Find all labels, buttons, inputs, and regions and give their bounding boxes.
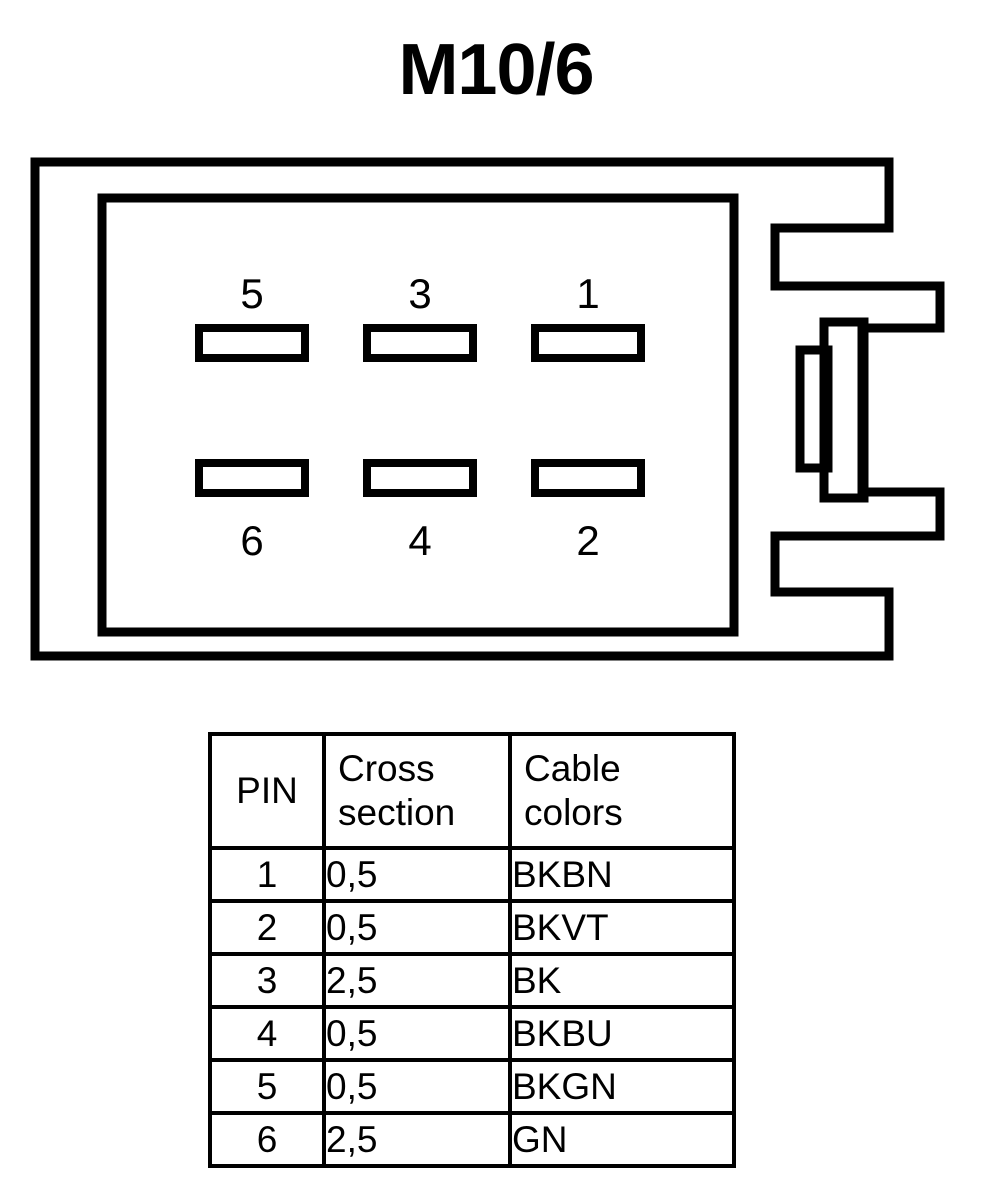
connector-diagram: 5 3 1 6 4 2 (0, 140, 992, 680)
cell-cross-section: 0,5 (322, 846, 512, 903)
pin-slot-4[interactable] (363, 459, 477, 497)
table-row: 6 2,5 GN (208, 1111, 736, 1168)
connector-face-plate (97, 193, 739, 637)
cell-pin: 4 (208, 1005, 326, 1062)
table-body: 1 0,5 BKBN 2 0,5 BKVT 3 2,5 BK 4 0,5 BKB… (208, 846, 736, 1168)
cell-cross-section: 0,5 (322, 1058, 512, 1115)
header-cable-colors: Cable colors (508, 732, 736, 850)
page-title: M10/6 (398, 30, 594, 110)
pin-slot-6[interactable] (195, 459, 309, 497)
cell-cable-colors: GN (508, 1111, 736, 1168)
pin-assignment-table: PIN Cross section Cable colors (208, 732, 736, 1168)
pin-slot-5[interactable] (195, 324, 309, 362)
header-cable-colors-line2: colors (524, 792, 623, 833)
pin-number-4: 4 (408, 517, 431, 564)
pin-number-1: 1 (576, 270, 599, 317)
pin-number-2: 2 (576, 517, 599, 564)
table-row: 1 0,5 BKBN (208, 846, 736, 903)
pin-number-6: 6 (240, 517, 263, 564)
cell-cable-colors: BKVT (508, 899, 736, 956)
pin-slot-1[interactable] (531, 324, 645, 362)
pin-slot-3[interactable] (363, 324, 477, 362)
table-row: 4 0,5 BKBU (208, 1005, 736, 1062)
cell-pin: 2 (208, 899, 326, 956)
table-row: 3 2,5 BK (208, 952, 736, 1009)
header-pin: PIN (208, 732, 326, 850)
header-cross-section-line1: Cross (338, 748, 435, 790)
pin-number-3: 3 (408, 270, 431, 317)
cell-cross-section: 2,5 (322, 952, 512, 1009)
cell-cable-colors: BKGN (508, 1058, 736, 1115)
cell-pin: 1 (208, 846, 326, 903)
cell-cross-section: 0,5 (322, 1005, 512, 1062)
latch-nested-small (795, 345, 833, 473)
table-header-row: PIN Cross section Cable colors (208, 732, 736, 850)
pin-slot-2[interactable] (531, 459, 645, 497)
table-row: 5 0,5 BKGN (208, 1058, 736, 1115)
header-cross-section-line2: section (338, 792, 456, 833)
pin-number-5: 5 (240, 270, 263, 317)
cell-cable-colors: BKBU (508, 1005, 736, 1062)
cell-cable-colors: BK (508, 952, 736, 1009)
table-header: PIN Cross section Cable colors (208, 732, 736, 850)
header-cross-section: Cross section (322, 732, 512, 850)
cell-pin: 6 (208, 1111, 326, 1168)
header-pin-label: PIN (236, 770, 298, 812)
header-cable-colors-line1: Cable (524, 748, 621, 790)
cell-cable-colors: BKBN (508, 846, 736, 903)
cell-pin: 5 (208, 1058, 326, 1115)
cell-cross-section: 2,5 (322, 1111, 512, 1168)
cell-cross-section: 0,5 (322, 899, 512, 956)
cell-pin: 3 (208, 952, 326, 1009)
table-row: 2 0,5 BKVT (208, 899, 736, 956)
